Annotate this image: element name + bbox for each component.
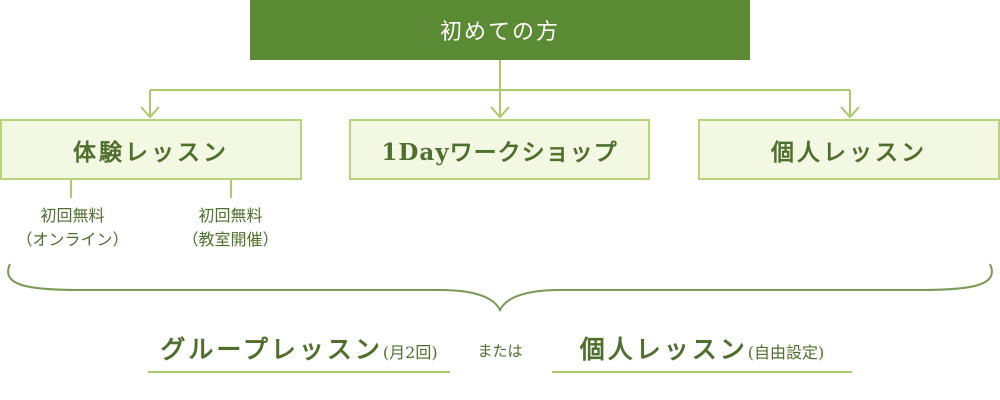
oneday-workshop-label: 1Dayワークショップ xyxy=(381,138,618,166)
note-classroom-line1: 初回無料 xyxy=(198,206,263,225)
first-time-label: 初めての方 xyxy=(439,20,560,45)
trial-lesson-card: 体験レッスン xyxy=(0,119,302,180)
oneday-workshop-card: 1Dayワークショップ xyxy=(349,119,650,180)
arrowhead-oneday xyxy=(490,106,510,119)
or-connector-text: または xyxy=(477,342,523,360)
note-classroom-line2: （教室開催） xyxy=(182,230,279,249)
arrowhead-private xyxy=(840,106,860,119)
group-lesson-option: グループレッスン (月2回) xyxy=(148,330,450,370)
private-lesson-schedule: (自由設定) xyxy=(747,343,825,362)
note-classroom: 初回無料 （教室開催） xyxy=(163,204,298,252)
private-lesson-label: 個人レッスン xyxy=(771,138,927,166)
first-time-box: 初めての方 xyxy=(250,0,750,60)
private-lesson-option: 個人レッスン (自由設定) xyxy=(552,330,852,370)
curly-brace xyxy=(7,263,993,313)
note-online: 初回無料 （オンライン） xyxy=(0,204,145,252)
private-lesson-option-label: 個人レッスン xyxy=(579,335,748,364)
group-lesson-label: グループレッスン xyxy=(160,335,383,364)
private-lesson-card: 個人レッスン xyxy=(698,119,1000,180)
trial-lesson-label: 体験レッスン xyxy=(73,138,229,166)
note-online-line1: 初回無料 xyxy=(40,206,105,225)
arrowhead-trial xyxy=(140,106,160,119)
group-lesson-frequency: (月2回) xyxy=(382,343,438,362)
note-online-line2: （オンライン） xyxy=(16,230,129,249)
